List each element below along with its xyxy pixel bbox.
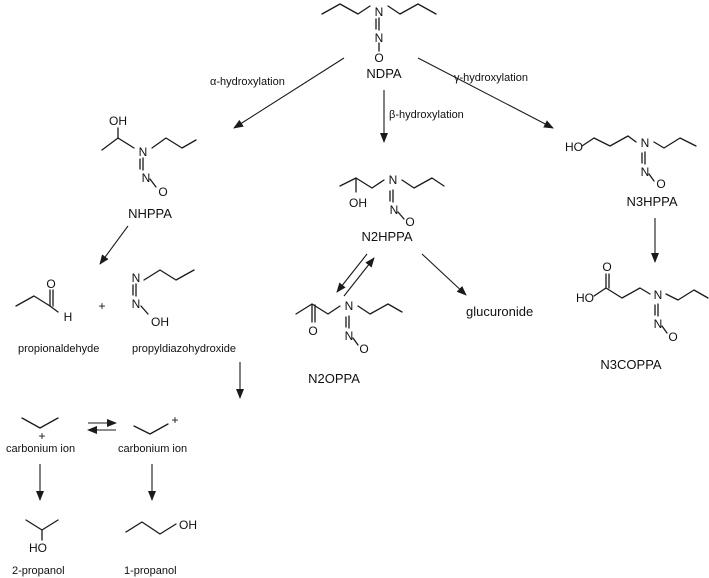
atom-n: N [390,203,399,217]
atom-ho: HO [29,541,47,555]
atom-oh: OH [151,315,169,329]
propionaldehyde-label: propionaldehyde [18,343,99,355]
propyldiazohydroxide-structure: N N OH [132,269,195,329]
carbonium-ion-2-label: carbonium ion [6,443,75,455]
n3hppa-structure: HO N N O [565,135,697,191]
n2hppa-structure: OH N N O [339,173,445,229]
atom-n: N [132,271,141,285]
1-propanol-structure: OH [125,518,197,535]
atom-o: O [374,51,383,65]
atom-n: N [345,329,354,343]
propyldiazohydroxide-label: propyldiazohydroxide [132,343,236,355]
nhppa-label: NHPPA [128,206,172,221]
carbonium-ion-primary-structure: + [133,413,179,435]
alpha-arrow [233,57,345,129]
atom-n: N [654,317,663,331]
atom-oh: OH [179,518,197,532]
atom-n: N [654,288,663,302]
carbonium-ion-1-label: carbonium ion [118,443,187,455]
atom-h: H [64,310,73,324]
atom-oh: OH [349,196,367,210]
beta-hydroxylation-label: β-hydroxylation [389,109,464,121]
n2oppa-label: N2OPPA [308,371,360,386]
equilibrium-reverse-arrow [343,257,375,297]
atom-n: N [132,297,141,311]
carbonium-ion-secondary-structure: + [21,417,59,443]
equilibrium-forward-arrow [336,253,368,293]
atom-o: O [46,277,55,291]
atom-n: N [389,173,398,187]
glucuronidation-arrow [421,253,467,296]
atom-n: N [139,145,148,159]
gamma-arrow [417,57,554,129]
atom-plus: + [171,413,178,427]
nhppa-decomposition-arrow [99,225,129,265]
n2hppa-label: N2HPPA [361,229,412,244]
n3hppa-label: N3HPPA [626,194,677,209]
atom-o: O [308,324,317,338]
atom-plus: + [38,429,45,443]
atom-o: O [405,215,414,229]
ndpa-structure: N N O [321,3,437,65]
atom-n: N [375,5,384,19]
glucuronide-label: glucuronide [466,304,533,319]
n2oppa-structure: O N N O [295,299,403,356]
atom-o: O [359,342,368,356]
atom-n: N [641,136,650,150]
ndpa-label: NDPA [366,66,401,81]
atom-n: N [142,171,151,185]
atom-o: O [668,330,677,344]
atom-o: O [158,185,167,199]
propionaldehyde-structure: O H [15,277,73,324]
n3coppa-label: N3COPPA [600,357,661,372]
atom-n: N [641,165,650,179]
atom-ho: HO [576,291,594,305]
2-propanol-label: 2-propanol [12,565,65,577]
atom-o: O [656,177,665,191]
2-propanol-structure: HO [25,519,59,555]
atom-n: N [345,299,354,313]
atom-ho: HO [565,140,583,154]
atom-o: O [602,260,611,274]
gamma-hydroxylation-label: γ-hydroxylation [454,72,528,84]
plus-sign: + [98,299,105,313]
1-propanol-label: 1-propanol [124,565,177,577]
atom-oh: OH [109,114,127,128]
nhppa-structure: OH N N O [101,114,197,199]
atom-n: N [375,31,384,45]
alpha-hydroxylation-label: α-hydroxylation [210,76,285,88]
n3coppa-structure: O HO N N O [576,260,709,344]
